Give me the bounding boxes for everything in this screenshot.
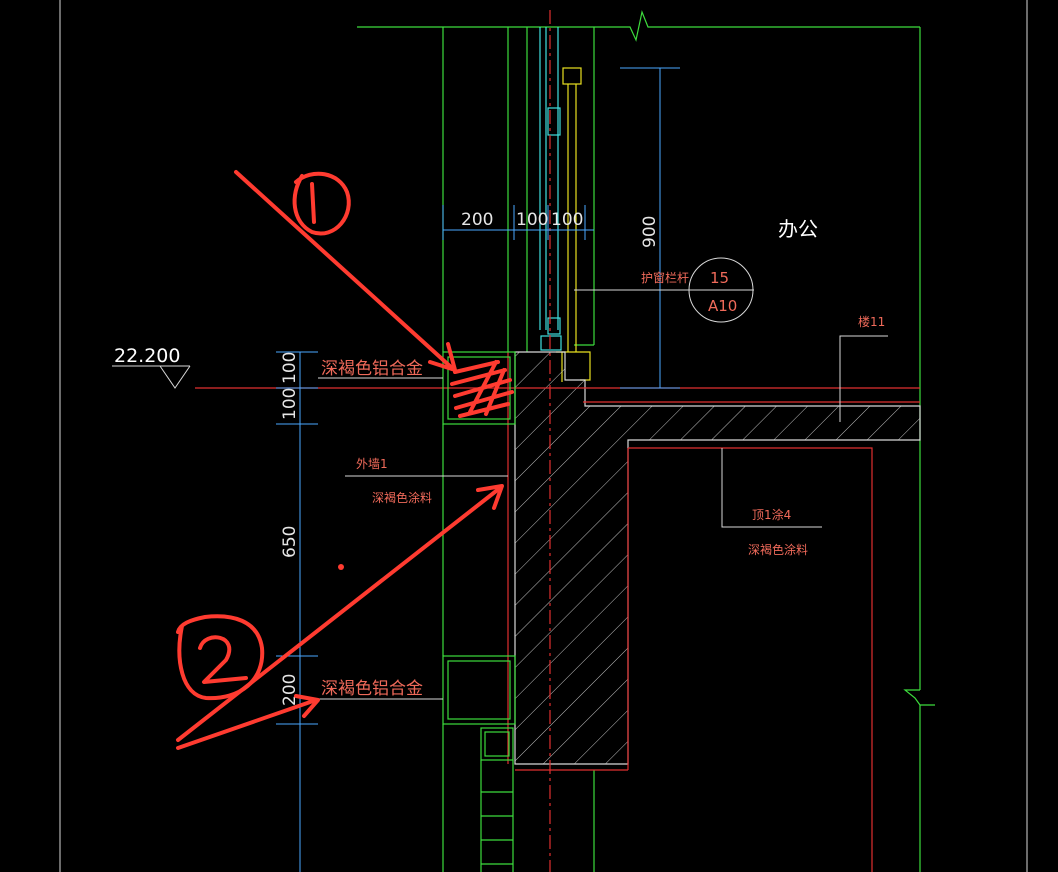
dim-top-200: 200 xyxy=(461,210,493,230)
label-floor: 楼11 xyxy=(858,314,885,329)
label-outer-paint: 深褐色涂料 xyxy=(372,490,432,505)
room-label: 办公 xyxy=(778,217,818,241)
dim-left-100a: 100 xyxy=(280,352,300,384)
dim-left-200: 200 xyxy=(280,674,300,706)
dim-top-100a: 100 xyxy=(516,210,548,230)
top-break-line xyxy=(357,9,935,872)
elevation-mark: 22.200 xyxy=(114,345,180,367)
label-alu-upper: 深褐色铝合金 xyxy=(321,359,423,379)
dim-left-100b: 100 xyxy=(280,388,300,420)
dim-height-900: 900 xyxy=(640,216,660,248)
label-ceiling: 顶1涂4 xyxy=(752,507,791,522)
leader-lines xyxy=(112,289,888,700)
window-frame xyxy=(539,27,562,351)
dim-left-650: 650 xyxy=(280,526,300,558)
callout-sheet: A10 xyxy=(708,297,737,315)
callout-number: 15 xyxy=(710,269,729,287)
red-dot xyxy=(338,564,344,570)
frame-lines xyxy=(59,0,1028,872)
dim-top-100b: 100 xyxy=(551,210,583,230)
concrete-slab xyxy=(514,351,921,765)
wall-outlines xyxy=(442,27,595,872)
label-alu-lower: 深褐色铝合金 xyxy=(321,679,423,699)
label-ceiling-paint: 深褐色涂料 xyxy=(748,542,808,557)
hand-annotations xyxy=(176,170,514,750)
label-outer-wall: 外墙1 xyxy=(356,457,388,471)
dimension-lines xyxy=(276,67,680,872)
label-railing: 护窗栏杆 xyxy=(641,270,689,285)
aluminum-boxes xyxy=(442,351,516,872)
detail-callout-circle xyxy=(688,257,754,323)
